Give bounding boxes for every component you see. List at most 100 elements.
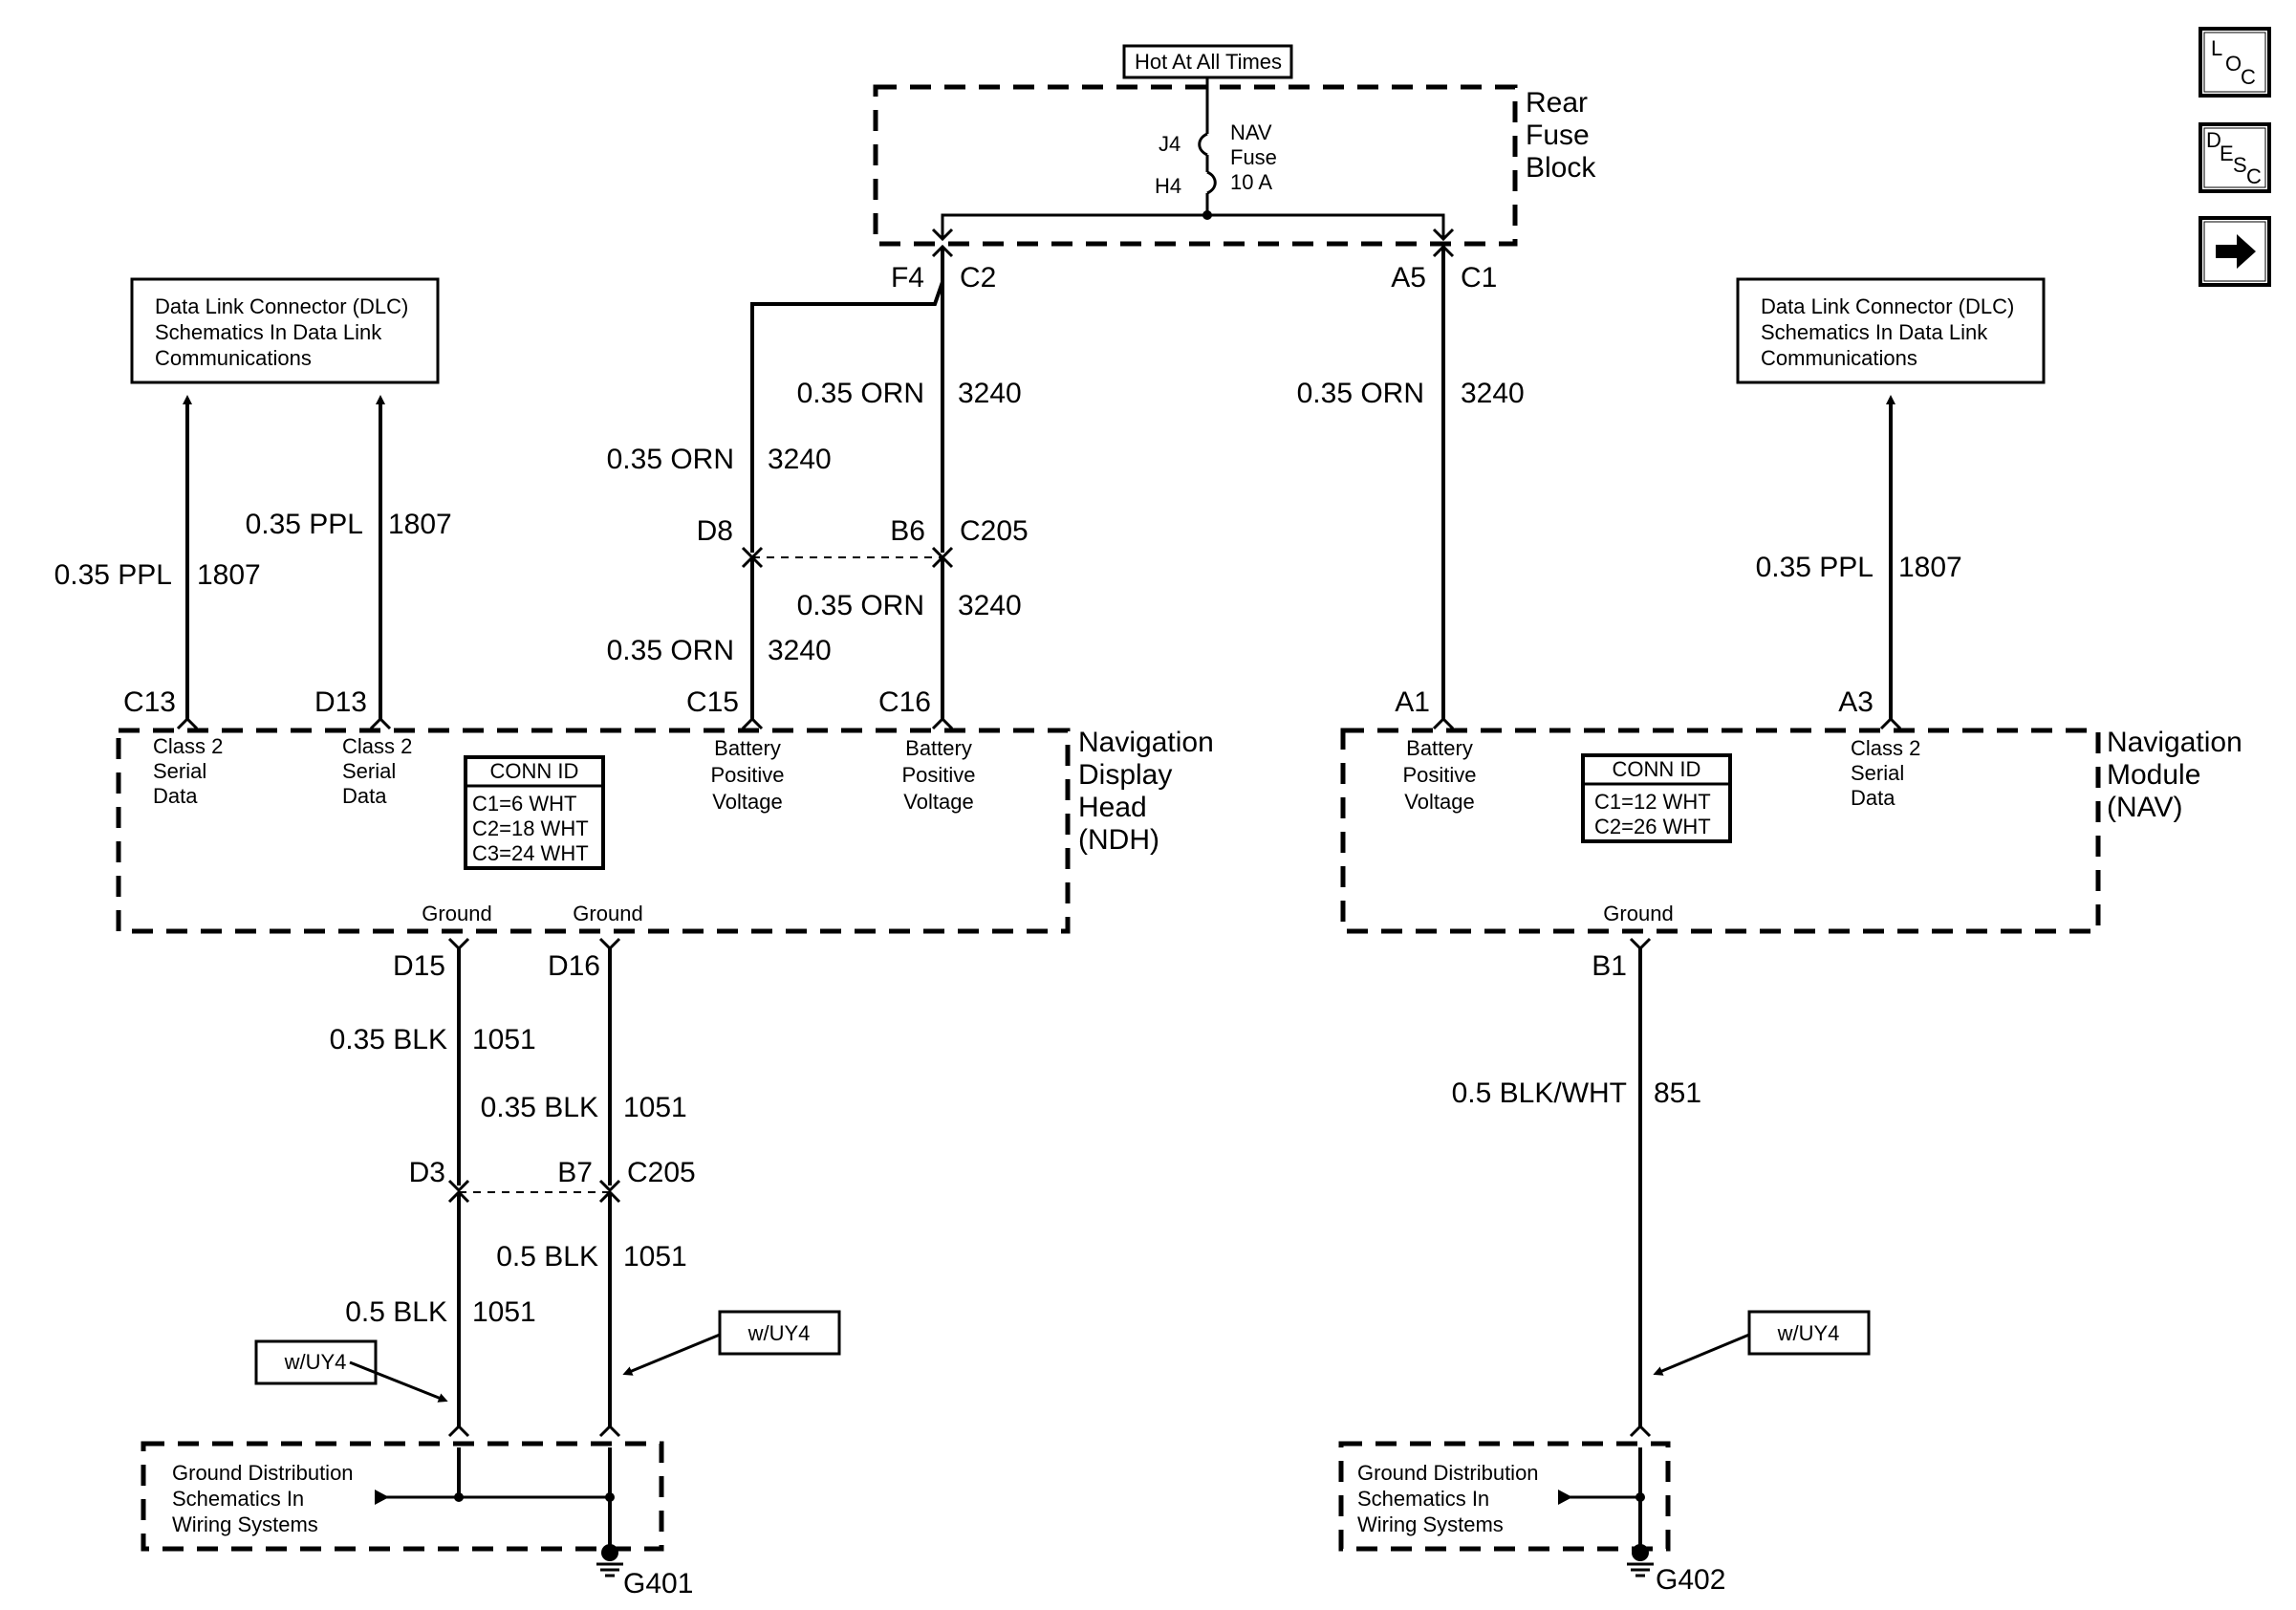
- wire-circuit-1051-c: 1051: [623, 1241, 687, 1273]
- ndh-c15-batt-l3: Voltage: [712, 790, 782, 814]
- ground-dist-left-l3: Wiring Systems: [172, 1512, 318, 1536]
- ground-dist-box-left: [141, 1441, 664, 1552]
- conn-a3: A3: [1838, 686, 1874, 718]
- ndh-c15-batt-l1: Battery: [714, 736, 781, 760]
- navigation-display-head: Navigation Display Head (NDH) Class 2 Se…: [116, 727, 1214, 934]
- option-tag-right: [1747, 1310, 1871, 1356]
- fuse-block-outline: [873, 84, 1518, 247]
- right-arrow-icon: [2216, 234, 2256, 269]
- wire-size-blk-a: 0.35 BLK: [330, 1024, 447, 1055]
- nav-name-line3: (NAV): [2107, 792, 2182, 823]
- desc-letter-c: C: [2246, 164, 2262, 188]
- wire-size-blk-b: 0.35 BLK: [481, 1092, 598, 1123]
- nav-battery-feed: A5 C1 0.35 ORN 3240 A1: [1297, 244, 1525, 730]
- ndh-ground-d16-label: Ground: [573, 902, 642, 925]
- wire-circuit-3240-d: 3240: [768, 635, 832, 666]
- conn-a1: A1: [1395, 686, 1430, 718]
- wire-circuit-1807-a: 1807: [197, 559, 261, 591]
- ndh-ground-circuit: D15 D16 0.35 BLK 1051 0.35 BLK 1051 D3 B…: [141, 937, 841, 1599]
- fuse-symbol-top: [1198, 132, 1208, 157]
- conn-f4: F4: [891, 262, 924, 294]
- fuse-symbol-bottom: [1206, 170, 1217, 195]
- loc-letter-o: O: [2225, 52, 2242, 76]
- nav-conn-id-title: CONN ID: [1613, 757, 1701, 781]
- loc-letter-l: L: [2211, 36, 2222, 60]
- option-tag-left-text: w/UY4: [284, 1350, 347, 1374]
- wire-circuit-851: 851: [1654, 1077, 1701, 1109]
- conn-c205-bottom: C205: [627, 1157, 696, 1188]
- ground-dist-left-l1: Ground Distribution: [172, 1461, 354, 1485]
- dlc-reference-left: Data Link Connector (DLC) Schematics In …: [54, 277, 452, 730]
- fuse-block-name-line2: Fuse: [1526, 120, 1590, 151]
- rear-fuse-block: Hot At All Times J4 H4 NAV Fuse 10 A Rea…: [873, 44, 1596, 247]
- conn-b7: B7: [557, 1157, 593, 1188]
- wire-size-orn-c: 0.35 ORN: [797, 590, 924, 621]
- wire-circuit-1051-d: 1051: [472, 1296, 536, 1328]
- wire-size-blk05-b: 0.5 BLK: [345, 1296, 447, 1328]
- wire-circuit-3240-a: 3240: [958, 378, 1022, 409]
- ndh-conn-id-c2: C2=18 WHT: [472, 816, 589, 840]
- nav-a1-batt-l2: Positive: [1402, 763, 1476, 787]
- nav-ground-circuit: B1 0.5 BLK/WHT 851 w/UY4 Ground Distribu…: [1338, 937, 1871, 1596]
- nav-a3-class2-l3: Data: [1851, 786, 1895, 810]
- wire-circuit-1807-b: 1807: [388, 509, 452, 540]
- wire-size-bw: 0.5 BLK/WHT: [1452, 1077, 1627, 1109]
- dlc-left-line3: Communications: [155, 346, 312, 370]
- next-page-button[interactable]: [2199, 216, 2271, 287]
- conn-d16: D16: [548, 950, 600, 982]
- conn-d3: D3: [409, 1157, 445, 1188]
- ndh-c13-class2-l3: Data: [153, 784, 198, 808]
- dlc-right-line2: Schematics In Data Link: [1761, 320, 1988, 344]
- nav-a3-class2-l1: Class 2: [1851, 736, 1920, 760]
- fuse-output-bus: [941, 213, 1445, 239]
- ndh-conn-id-c1: C1=6 WHT: [472, 792, 576, 816]
- nav-a1-batt-l1: Battery: [1406, 736, 1473, 760]
- ndh-c16-batt-l3: Voltage: [903, 790, 973, 814]
- wire-3240-c15: [750, 281, 944, 553]
- wire-size-orn-b: 0.35 ORN: [607, 444, 734, 475]
- wire-size-ppl-b: 0.35 PPL: [246, 509, 363, 540]
- ndh-c13-class2-l2: Serial: [153, 759, 206, 783]
- dlc-left-line2: Schematics In Data Link: [155, 320, 382, 344]
- wire-size-ppl-c: 0.35 PPL: [1756, 552, 1874, 583]
- desc-letter-s: S: [2233, 153, 2247, 177]
- ndh-name-line1: Navigation: [1078, 727, 1214, 758]
- dlc-left-line1: Data Link Connector (DLC): [155, 294, 408, 318]
- fuse-block-name-line3: Block: [1526, 152, 1596, 184]
- nav-name-line2: Module: [2107, 759, 2200, 791]
- ground-g402-dot: [1632, 1544, 1649, 1561]
- ndh-conn-id-c3: C3=24 WHT: [472, 841, 589, 865]
- dlc-box-left: [130, 277, 440, 384]
- conn-c15: C15: [686, 686, 739, 718]
- ground-dist-right-l1: Ground Distribution: [1357, 1461, 1539, 1485]
- nav-conn-id-c2: C2=26 WHT: [1594, 815, 1711, 838]
- description-button[interactable]: D E S C: [2199, 122, 2271, 193]
- desc-letter-e: E: [2220, 141, 2234, 165]
- ndh-c16-batt-l1: Battery: [905, 736, 972, 760]
- wire-circuit-3240-b: 3240: [768, 444, 832, 475]
- ndh-conn-id-box: [464, 755, 605, 870]
- wire-circuit-3240-c: 3240: [958, 590, 1022, 621]
- conn-c2: C2: [960, 262, 996, 294]
- wire-circuit-1807-c: 1807: [1898, 552, 1962, 583]
- wire-size-orn-e: 0.35 ORN: [1297, 378, 1424, 409]
- option-arrow-right: [1653, 1333, 1750, 1376]
- navigation-module: Navigation Module (NAV) Battery Positive…: [1340, 727, 2242, 934]
- ndh-name-line4: (NDH): [1078, 824, 1159, 856]
- desc-letter-d: D: [2206, 128, 2221, 152]
- ground-g401-label: G401: [623, 1568, 693, 1599]
- wire-circuit-1051-b: 1051: [623, 1092, 687, 1123]
- fuse-pin-j4: J4: [1159, 132, 1180, 156]
- ndh-d13-class2-l1: Class 2: [342, 734, 412, 758]
- location-button[interactable]: L O C: [2199, 27, 2271, 98]
- fuse-name-line2: Fuse: [1230, 145, 1277, 169]
- ndh-ground-d15-label: Ground: [422, 902, 491, 925]
- conn-c13: C13: [123, 686, 176, 718]
- ndh-name-line3: Head: [1078, 792, 1147, 823]
- option-tag-right-text: w/UY4: [1777, 1321, 1840, 1345]
- ground-g402-label: G402: [1656, 1564, 1725, 1596]
- conn-d8: D8: [697, 515, 733, 547]
- conn-b6: B6: [890, 515, 925, 547]
- dlc-right-line1: Data Link Connector (DLC): [1761, 294, 2014, 318]
